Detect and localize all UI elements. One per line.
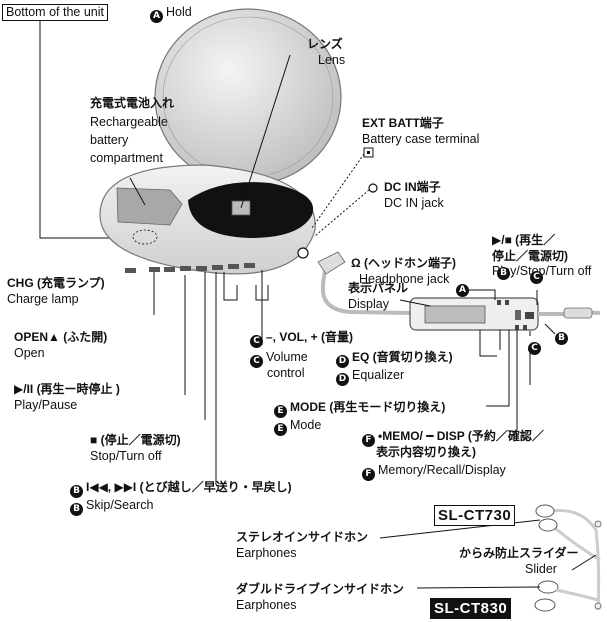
- remote-control: [409, 297, 601, 331]
- dc-in-jp: DC IN端子: [384, 180, 441, 194]
- slider-jp: からみ防止スライダー: [459, 546, 579, 560]
- badge-f: F: [362, 434, 375, 447]
- chg-jp: CHG (充電ランプ): [7, 276, 105, 290]
- open-en: Open: [14, 346, 45, 360]
- badge-b: B: [70, 503, 83, 516]
- remote-badge-c1: C: [530, 271, 543, 284]
- headphone-en: Headphone jack: [359, 272, 450, 286]
- slider-en: Slider: [525, 562, 557, 576]
- open-jp: OPEN▲ (ふた開): [14, 330, 108, 344]
- stop-off-en: Stop/Turn off: [90, 449, 162, 463]
- battery-en1: Rechargeable: [90, 115, 168, 129]
- display-panel: [424, 305, 486, 324]
- charge-lamp: [132, 229, 158, 245]
- display-en: Display: [348, 297, 389, 311]
- remote-badge-b2: B: [555, 332, 568, 345]
- memo-jp1: F•MEMO/ ━ DISP (予約／確認／: [362, 429, 544, 447]
- badge-c: C: [250, 355, 263, 368]
- earphones: [534, 504, 602, 612]
- battery-compartment: [116, 187, 183, 226]
- remote-leaders: [399, 289, 556, 430]
- display-jp: 表示パネル: [348, 281, 409, 295]
- double-earphones-jp: ダブルドライブインサイドホン: [236, 582, 405, 596]
- dc-in-marker: [368, 183, 378, 193]
- headphone-plug: [317, 251, 346, 275]
- play-pause-en: Play/Pause: [14, 398, 78, 412]
- badge-e: E: [274, 405, 287, 418]
- badge-a: A: [150, 10, 163, 23]
- double-earphones-en: Earphones: [236, 598, 297, 612]
- badge-d: D: [336, 373, 349, 386]
- badge-b: B: [70, 485, 83, 498]
- stop-off-jp: ■ (停止／電源切): [90, 433, 181, 447]
- ext-batt-jp: EXT BATT端子: [362, 116, 444, 130]
- volume-en2: control: [267, 366, 305, 380]
- button-row: [125, 263, 255, 273]
- memo-jp2: 表示内容切り換え): [376, 445, 476, 459]
- battery-en2: battery: [90, 133, 129, 147]
- play-stop-off-en: Play/Stop/Turn off: [492, 264, 592, 278]
- badge-d: D: [336, 355, 349, 368]
- battery-en3: compartment: [90, 151, 163, 165]
- play-stop-off-jp1: ▶/■ (再生／: [492, 233, 556, 247]
- battery-jp: 充電式電池入れ: [90, 96, 175, 110]
- leader-lines: [129, 54, 291, 485]
- stereo-earphones-jp: ステレオインサイドホン: [236, 530, 369, 544]
- badge-e: E: [274, 423, 287, 436]
- play-pause-jp: ▶/II (再生ー時停止 ): [14, 382, 120, 396]
- volume-jp: C–, VOL, + (音量): [250, 330, 353, 348]
- ext-batt-en: Battery case terminal: [362, 132, 480, 146]
- stereo-earphones-en: Earphones: [236, 546, 297, 560]
- bottom-of-unit-label: Bottom of the unit: [2, 4, 108, 21]
- dc-in-en: DC IN jack: [384, 196, 444, 210]
- play-stop-off-jp2: 停止／電源切): [492, 249, 568, 263]
- remote-badge-a: A: [456, 284, 469, 297]
- lens-en: Lens: [318, 53, 346, 67]
- headphone-jack: [297, 247, 309, 259]
- badge-f: F: [362, 468, 375, 481]
- remote-badge-c2: C: [528, 342, 541, 355]
- model-sl-ct830: SL-CT830: [430, 598, 512, 619]
- remote-badge-b1: B: [497, 267, 510, 280]
- lens-window: [188, 182, 314, 238]
- headphone-jp: Ω (ヘッドホン端子): [351, 256, 456, 270]
- model-sl-ct730: SL-CT730: [434, 505, 516, 526]
- chg-en: Charge lamp: [7, 292, 79, 306]
- badge-c: C: [250, 335, 263, 348]
- lens-jp: レンズ: [307, 37, 343, 51]
- lid: [154, 8, 342, 186]
